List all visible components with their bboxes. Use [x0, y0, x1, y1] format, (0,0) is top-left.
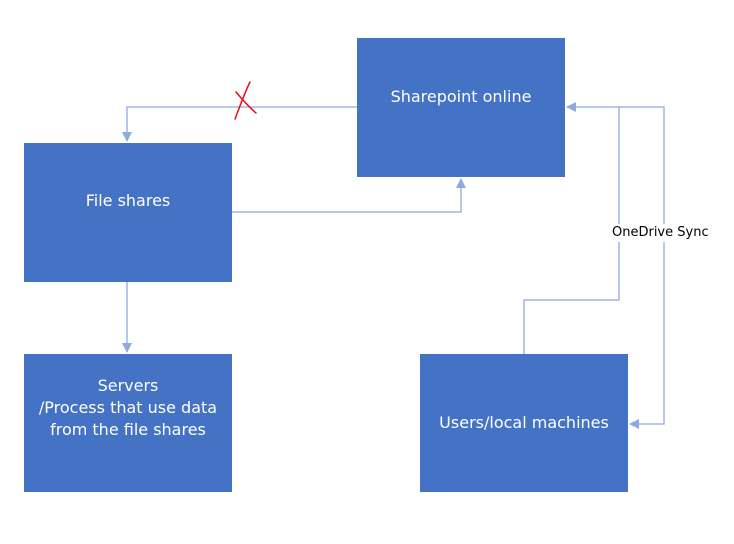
connector-users-to-sharepoint: [523, 102, 620, 354]
x-cross-icon: [234, 81, 257, 120]
users-local-machines-label: Users/local machines: [439, 413, 609, 432]
connector-sharepoint-to-users: [619, 106, 665, 429]
connector-sharepoint-to-fileshares: [122, 106, 357, 142]
sharepoint-online-label: Sharepoint online: [390, 87, 532, 106]
users-local-machines-box[interactable]: Users/local machines: [420, 354, 628, 492]
sharepoint-online-box[interactable]: Sharepoint online: [357, 38, 565, 177]
file-shares-box[interactable]: File shares: [24, 143, 232, 282]
onedrive-sync-label: OneDrive Sync: [610, 224, 711, 242]
file-shares-label: File shares: [85, 191, 171, 210]
connector-fileshares-to-sharepoint: [232, 178, 466, 213]
servers-label: Servers /Process that use data from the …: [38, 376, 218, 439]
servers-box[interactable]: Servers /Process that use data from the …: [24, 354, 232, 492]
